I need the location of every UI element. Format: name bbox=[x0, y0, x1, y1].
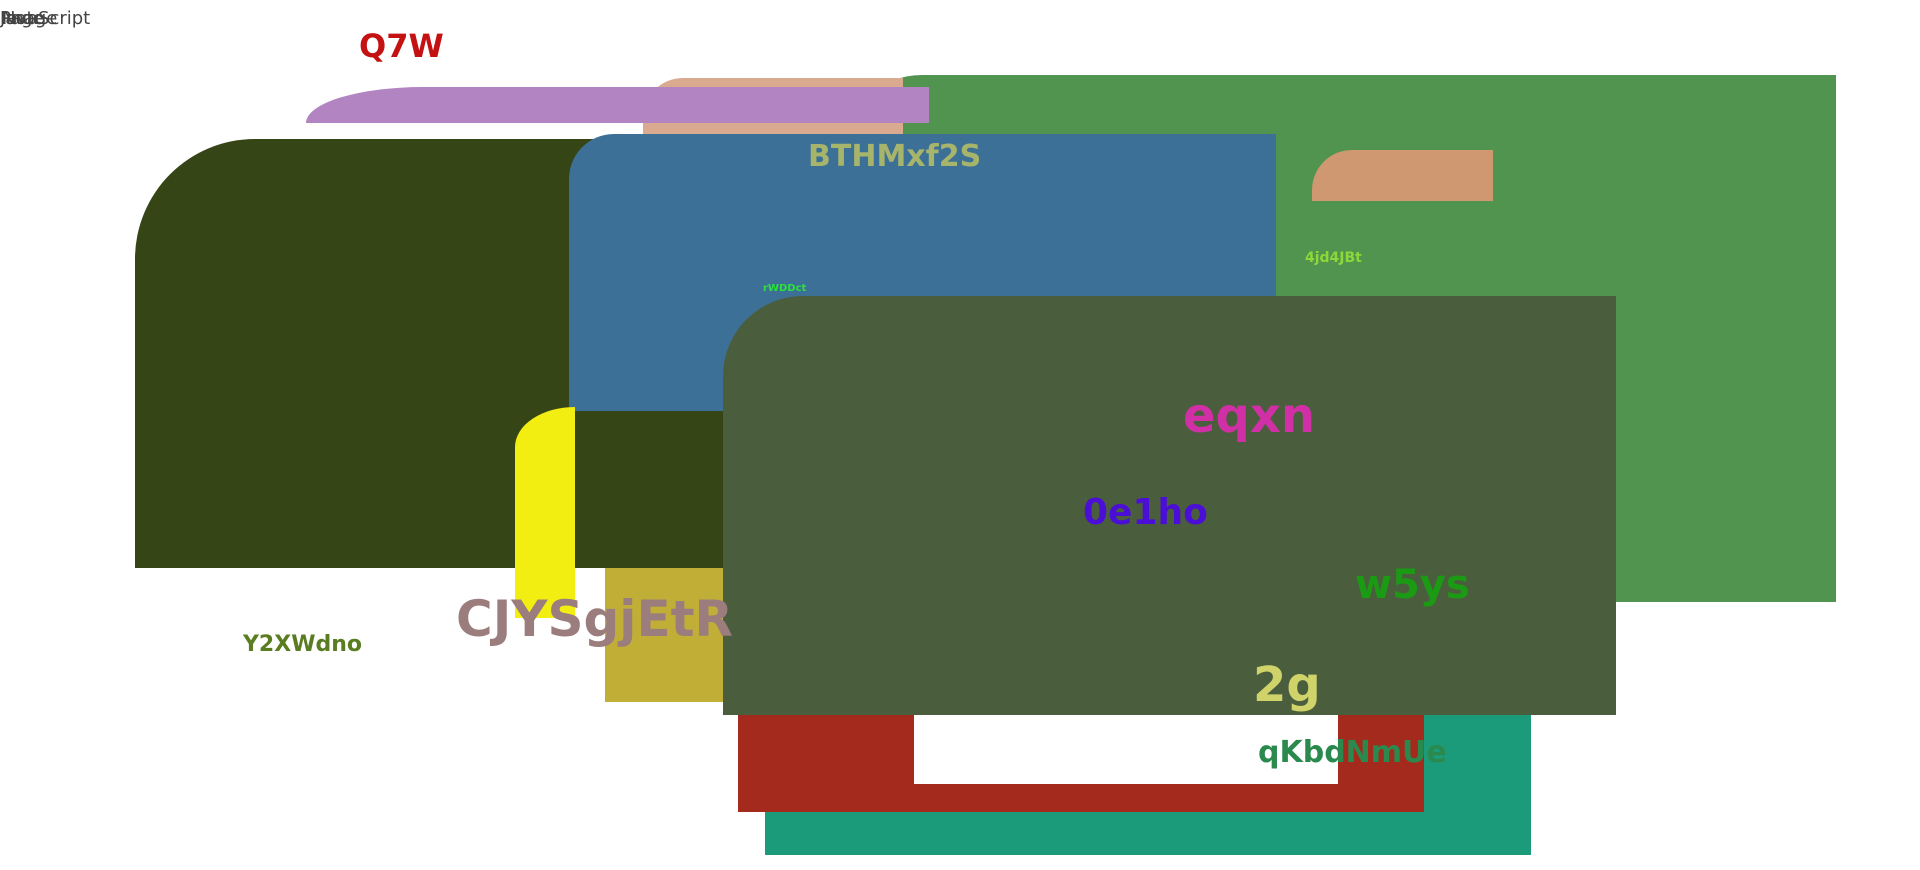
label-q7w: Q7W bbox=[359, 27, 444, 65]
purple-bar bbox=[306, 87, 929, 123]
yellow-shape bbox=[515, 407, 575, 618]
overlay-text-page: Page bbox=[0, 8, 44, 29]
label-y2xwdno: Y2XWdno bbox=[243, 632, 362, 657]
overlay-text-image: Image bbox=[1, 8, 58, 29]
label-bthmxf2s: BTHMxf2S bbox=[808, 139, 982, 174]
green-mid-rect bbox=[723, 296, 1616, 715]
label-eqxn: eqxn bbox=[1183, 388, 1316, 444]
orange-tab bbox=[1312, 150, 1493, 201]
label-4jd4jbt: 4jd4JBt bbox=[1305, 250, 1362, 266]
label-cjysgjetr: CJYSgjEtR bbox=[456, 590, 734, 648]
label-w5ys: w5ys bbox=[1355, 562, 1470, 608]
overlay-text-javascript: JavaScript bbox=[0, 8, 91, 29]
label-qkbdnmue: qKbdNmUe bbox=[1258, 735, 1447, 770]
overlay-text-note: Note bbox=[2, 8, 45, 29]
label-2g: 2g bbox=[1253, 657, 1321, 713]
label-rwddct: rWDDct bbox=[763, 283, 807, 294]
label-0e1ho: 0e1ho bbox=[1083, 492, 1208, 533]
